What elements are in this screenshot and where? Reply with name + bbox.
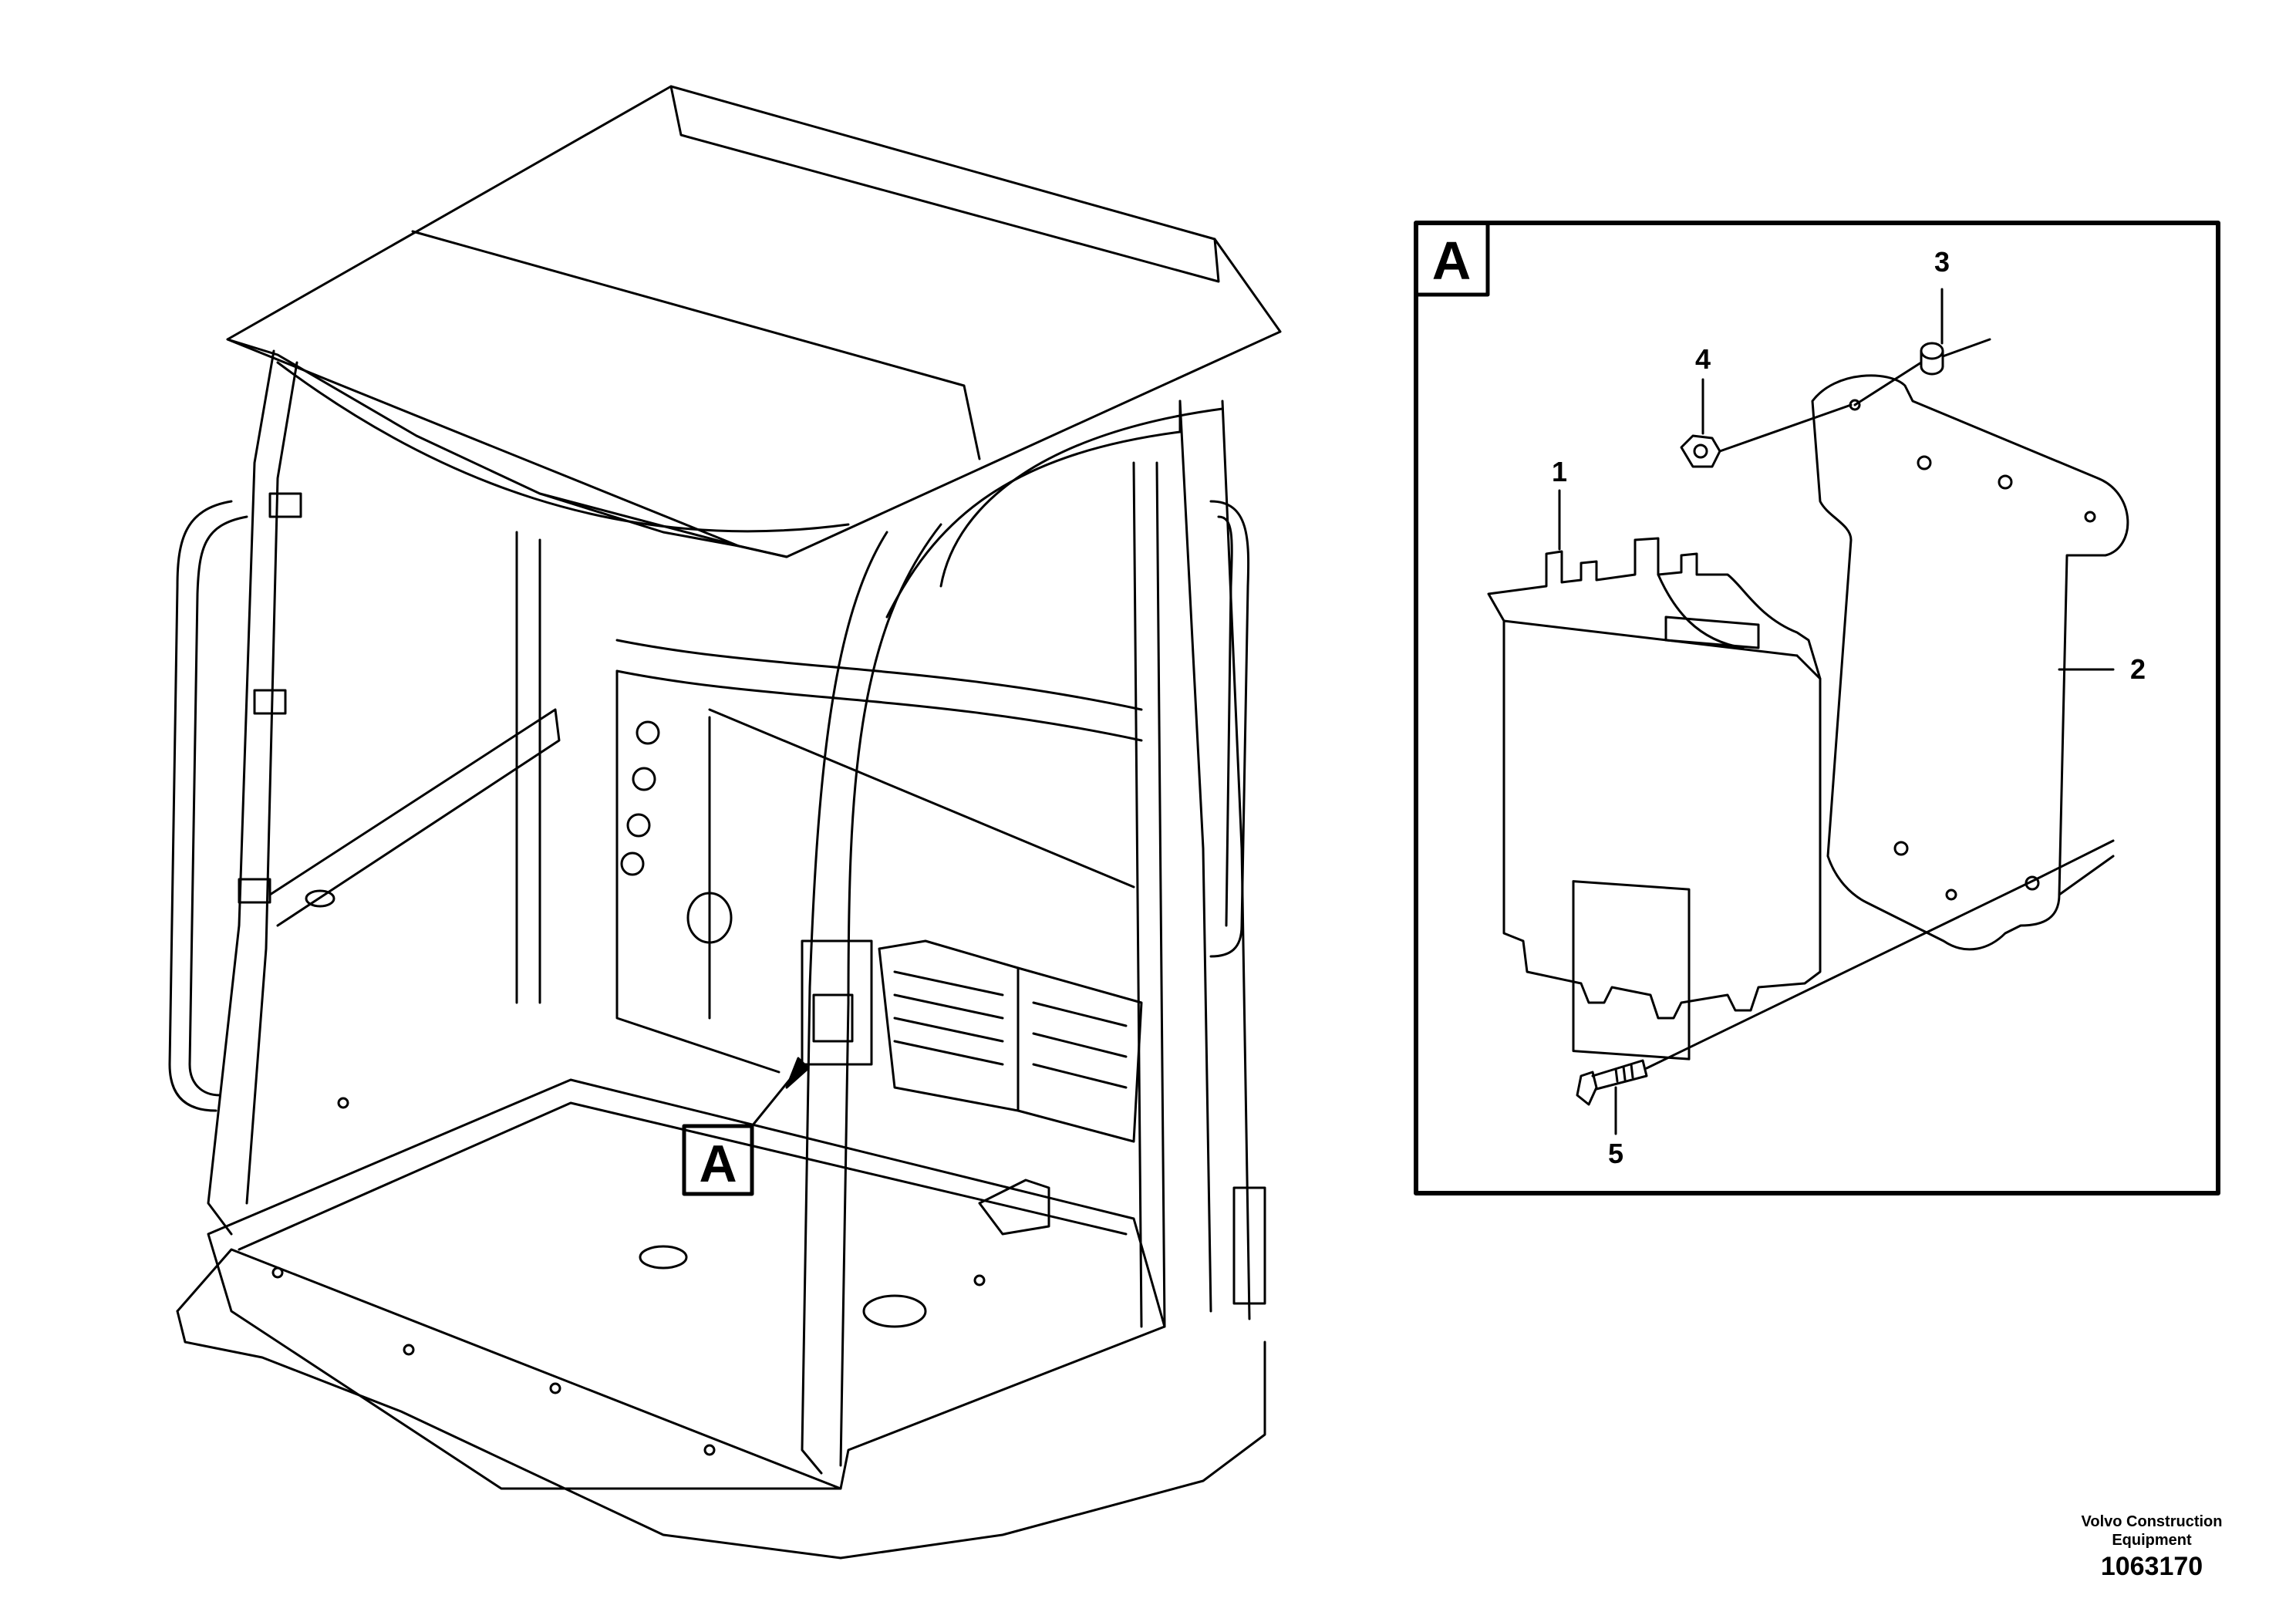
company-name-line1: Volvo Construction [2081, 1513, 2223, 1530]
control-unit [1487, 537, 1822, 1061]
drawing-number: 1063170 [2100, 1552, 2203, 1581]
detail-view-a: A [1414, 221, 2220, 1195]
cab-handrail-right [1209, 500, 1250, 958]
part-number-3: 3 [1934, 246, 1950, 278]
part-number-4: 4 [1695, 343, 1711, 375]
detail-label-box [1414, 221, 1490, 297]
bracket-plate [1811, 374, 2129, 951]
callout-a-main: A [682, 1057, 810, 1196]
cab-pillar-left [207, 349, 275, 1236]
spacer [1920, 342, 1944, 376]
detail-label: A [1432, 231, 1472, 291]
detail-frame [1414, 221, 2220, 1195]
part-number-2: 2 [2130, 653, 2146, 685]
cab-handrail-left [168, 500, 233, 1112]
part-number-5: 5 [1608, 1138, 1623, 1169]
electrical-box [801, 939, 1143, 1143]
cab-roof [226, 85, 1282, 558]
part-number-1: 1 [1552, 456, 1567, 487]
cab-pillar-right [1178, 400, 1212, 1313]
screw [1576, 1059, 1648, 1106]
company-name-line2: Equipment [2112, 1532, 2192, 1549]
cab-brace [268, 708, 561, 927]
cab-floor [207, 1078, 1166, 1490]
nut [1680, 434, 1721, 468]
cab-drawing [168, 85, 1282, 1560]
callout-main-letter: A [699, 1135, 737, 1193]
